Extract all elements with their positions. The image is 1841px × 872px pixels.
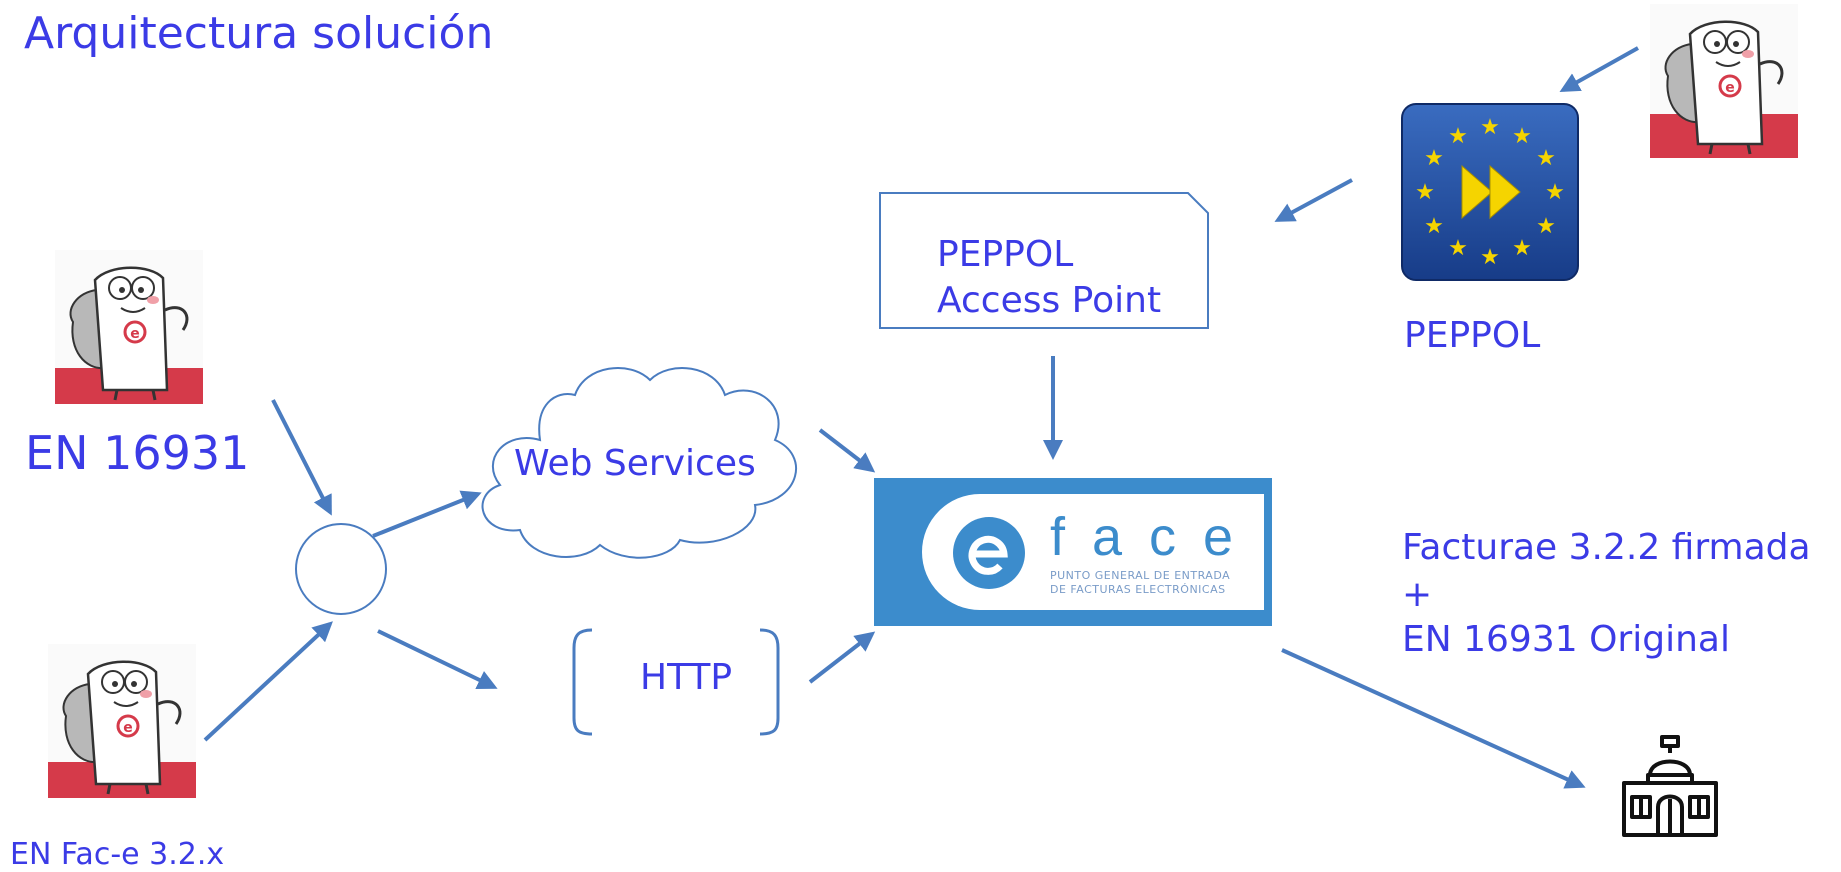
face-logo-subtitle-2: DE FACTURAS ELECTRÓNICAS <box>1050 583 1226 596</box>
arrow-peppol-to-accesspoint <box>1274 178 1353 222</box>
eu-stars-peppol-icon: ★ ★ ★ ★ ★ ★ ★ ★ ★ ★ ★ ★ <box>1401 103 1579 281</box>
svg-text:e: e <box>130 326 140 342</box>
http-left-bracket <box>572 628 593 736</box>
en16931-label: EN 16931 <box>25 426 250 480</box>
arrow-http-to-face <box>808 631 876 684</box>
output-line-3: EN 16931 Original <box>1402 619 1730 660</box>
junction-circle <box>295 523 387 615</box>
arrow-face-to-destination <box>1281 648 1586 789</box>
peppol-network-label: PEPPOL <box>1404 315 1541 356</box>
peppol-access-point-box <box>879 192 1209 329</box>
arrow-en16931-to-junction <box>271 399 332 516</box>
access-point-line1: PEPPOL <box>937 234 1074 275</box>
svg-text:★: ★ <box>1480 245 1500 270</box>
svg-text:★: ★ <box>1536 214 1556 239</box>
svg-text:★: ★ <box>1536 146 1556 171</box>
svg-text:★: ★ <box>1415 180 1435 205</box>
web-services-cloud <box>481 367 798 559</box>
svg-text:★: ★ <box>1448 124 1468 149</box>
output-line-2: + <box>1402 574 1433 615</box>
svg-text:★: ★ <box>1512 236 1532 261</box>
arrow-junction-to-webservices <box>372 490 482 538</box>
svg-text:★: ★ <box>1448 236 1468 261</box>
government-building-icon <box>1622 735 1718 837</box>
arrow-webservices-to-face <box>818 428 876 473</box>
arrow-mascot-to-peppol <box>1559 46 1639 92</box>
arrow-facturae-to-junction <box>203 621 333 742</box>
output-line-1: Facturae 3.2.2 firmada <box>1402 527 1811 568</box>
http-label: HTTP <box>640 657 733 698</box>
svg-text:★: ★ <box>1424 214 1444 239</box>
invoice-mascot-icon: e <box>48 644 196 798</box>
svg-text:★: ★ <box>1424 146 1444 171</box>
access-point-line2: Access Point <box>937 280 1162 321</box>
face-platform: f a c e PUNTO GENERAL DE ENTRADA DE FACT… <box>874 478 1272 626</box>
svg-text:★: ★ <box>1480 115 1500 140</box>
facturae-label: EN Fac-e 3.2.x <box>10 837 225 872</box>
invoice-mascot-icon: e <box>1650 4 1798 158</box>
svg-text:e: e <box>1725 80 1735 96</box>
arrow-junction-to-http <box>377 629 498 690</box>
http-right-bracket <box>759 628 780 736</box>
svg-text:★: ★ <box>1512 124 1532 149</box>
invoice-mascot-icon: e <box>55 250 203 404</box>
face-logo-letters: f a c e <box>1050 507 1240 567</box>
face-e-logo-icon <box>953 517 1025 589</box>
svg-text:e: e <box>123 720 133 736</box>
page-title: Arquitectura solución <box>24 8 494 59</box>
web-services-label: Web Services <box>514 443 756 484</box>
face-logo-panel: f a c e PUNTO GENERAL DE ENTRADA DE FACT… <box>922 494 1264 610</box>
svg-text:★: ★ <box>1545 180 1565 205</box>
face-logo-subtitle-1: PUNTO GENERAL DE ENTRADA <box>1050 569 1231 582</box>
